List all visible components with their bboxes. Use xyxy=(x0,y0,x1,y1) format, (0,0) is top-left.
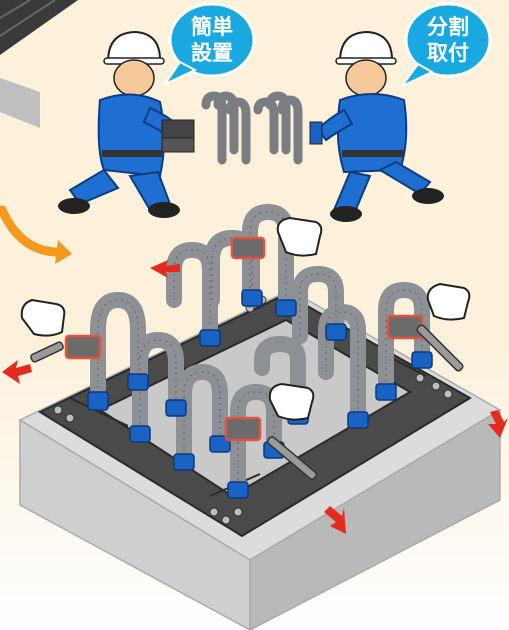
bubble-left-line2: 設置 xyxy=(191,41,233,65)
bubble-right-line2: 取付 xyxy=(427,41,469,65)
bubble-right-line1: 分割 xyxy=(427,15,469,39)
bubble-left-line1: 簡単 xyxy=(191,15,233,39)
